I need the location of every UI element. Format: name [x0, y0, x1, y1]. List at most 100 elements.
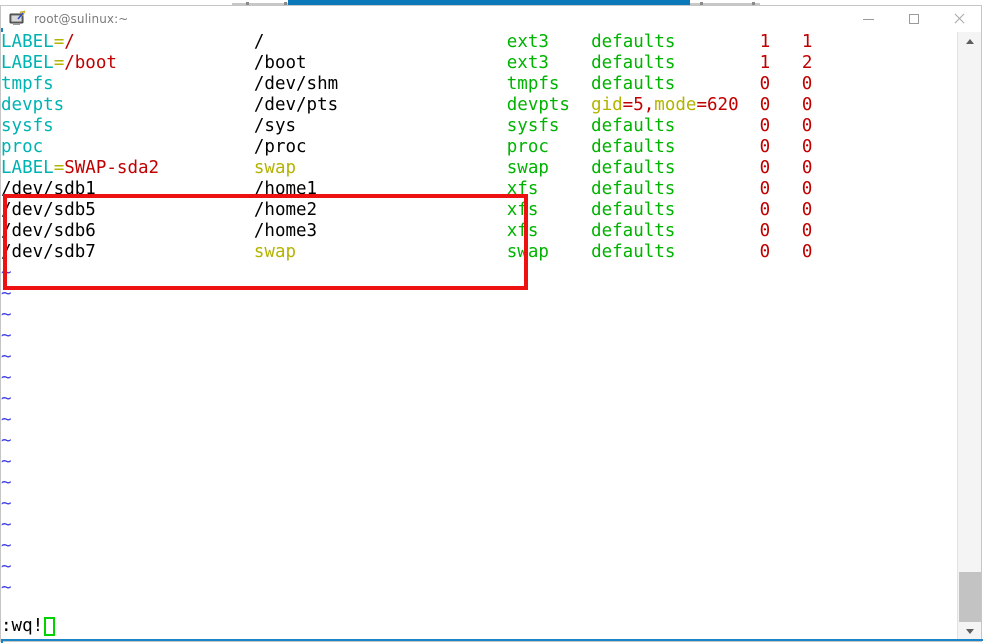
fstab-field: SWAP-sda2 [64, 158, 160, 178]
fstab-line: sysfs /sys sysfs defaults 0 0 [1, 116, 812, 137]
fstab-field: swap [253, 242, 297, 262]
fstab-line: devpts /dev/pts devpts gid=5,mode=620 0 … [1, 95, 812, 116]
fstab-field: 620 [707, 95, 739, 115]
fstab-field: /dev/sdb7 [1, 242, 96, 262]
fstab-field: defaults [591, 179, 676, 199]
fstab-field: /home1 [253, 179, 318, 199]
fstab-field: = [622, 95, 634, 115]
fstab-field: 0 [759, 137, 771, 157]
fstab-field: mode [654, 95, 697, 115]
scrollbar-thumb[interactable] [959, 572, 981, 622]
fstab-field: gid [591, 95, 623, 115]
fstab-field: 0 [801, 179, 813, 199]
fstab-field: 0 [759, 221, 771, 241]
fstab-field: swap [253, 158, 297, 178]
close-icon [953, 13, 965, 25]
vim-empty-line-marker: ~ [1, 557, 12, 577]
fstab-field: sysfs [506, 116, 560, 136]
minimize-button[interactable] [846, 6, 891, 32]
fstab-field: 0 [759, 242, 771, 262]
minimize-icon [863, 18, 874, 20]
vim-empty-line-marker: ~ [1, 326, 12, 346]
fstab-line: LABEL=/ / ext3 defaults 1 1 [1, 32, 812, 53]
fstab-field: devpts [506, 95, 570, 115]
fstab-line: /dev/sdb6 /home3 xfs defaults 0 0 [1, 221, 812, 242]
fstab-field: ext3 [506, 53, 549, 73]
fstab-field: LABEL [1, 53, 54, 73]
vertical-scrollbar[interactable] [957, 32, 981, 641]
fstab-field: 1 [801, 32, 813, 52]
fstab-field: defaults [591, 32, 676, 52]
fstab-field: ext3 [506, 32, 549, 52]
vim-empty-line-marker: ~ [1, 389, 12, 409]
fstab-field: 0 [801, 95, 813, 115]
fstab-field: devpts [1, 95, 65, 115]
fstab-field: 0 [801, 74, 813, 94]
fstab-field: sysfs [1, 116, 54, 136]
fstab-field: /home3 [253, 221, 318, 241]
fstab-field: swap [506, 242, 549, 262]
fstab-field: LABEL [1, 32, 54, 52]
vim-empty-line-marker: ~ [1, 515, 12, 535]
window-controls [846, 6, 981, 32]
fstab-field: /dev/pts [253, 95, 339, 115]
close-button[interactable] [936, 6, 981, 32]
fstab-field: 0 [801, 116, 813, 136]
fstab-field: 0 [759, 74, 771, 94]
fstab-field: 0 [801, 137, 813, 157]
fstab-field: defaults [591, 116, 676, 136]
fstab-field: tmpfs [506, 74, 560, 94]
fstab-field: 0 [759, 95, 771, 115]
vim-empty-line-marker: ~ [1, 536, 12, 556]
fstab-field: /home2 [253, 200, 318, 220]
fstab-field: xfs [506, 179, 539, 199]
fstab-field: defaults [591, 137, 676, 157]
fstab-field: defaults [591, 53, 676, 73]
fstab-field: defaults [591, 200, 676, 220]
vim-command-text: :wq! [1, 616, 44, 636]
fstab-line: /dev/sdb7 swap swap defaults 0 0 [1, 242, 812, 263]
vim-empty-line-marker: ~ [1, 263, 12, 283]
fstab-field: 0 [801, 221, 813, 241]
fstab-field: defaults [591, 158, 676, 178]
scroll-up-button[interactable] [958, 32, 981, 51]
block-cursor [44, 616, 56, 636]
window-bottom-accent [1, 639, 983, 641]
terminal-window: root@sulinux:~ LABEL=/ / ext3 [0, 5, 983, 643]
fstab-field: /dev/sdb1 [1, 179, 96, 199]
fstab-field: proc [506, 137, 549, 157]
fstab-line: LABEL=SWAP-sda2 swap swap defaults 0 0 [1, 158, 812, 179]
fstab-field: /sys [253, 116, 297, 136]
terminal-app-icon [9, 10, 27, 28]
fstab-field: /dev/sdb5 [1, 200, 96, 220]
vim-command-line[interactable]: :wq! [1, 615, 56, 637]
fstab-field: 5 [633, 95, 644, 115]
window-title: root@sulinux:~ [34, 12, 129, 26]
scroll-down-button[interactable] [958, 622, 981, 641]
fstab-field: /dev/sdb6 [1, 221, 96, 241]
fstab-field: = [53, 53, 65, 73]
fstab-field: = [53, 158, 65, 178]
fstab-field: 0 [759, 116, 771, 136]
fstab-field: 2 [801, 53, 813, 73]
scrollbar-track[interactable] [959, 51, 981, 572]
fstab-line: LABEL=/boot /boot ext3 defaults 1 2 [1, 53, 812, 74]
fstab-field: = [53, 32, 65, 52]
fstab-field: defaults [591, 221, 676, 241]
vim-empty-line-marker: ~ [1, 284, 12, 304]
fstab-field: /dev/shm [253, 74, 339, 94]
fstab-field: 0 [801, 200, 813, 220]
fstab-line: /dev/sdb1 /home1 xfs defaults 0 0 [1, 179, 812, 200]
vim-empty-line-marker: ~ [1, 473, 12, 493]
maximize-button[interactable] [891, 6, 936, 32]
fstab-field: / [253, 32, 265, 52]
fstab-field: xfs [506, 200, 539, 220]
fstab-field: 0 [801, 242, 813, 262]
vim-empty-line-marker: ~ [1, 452, 12, 472]
fstab-line: /dev/sdb5 /home2 xfs defaults 0 0 [1, 200, 812, 221]
scroll-up-arrow-icon [965, 39, 974, 44]
fstab-field: defaults [591, 74, 676, 94]
title-bar[interactable]: root@sulinux:~ [1, 6, 981, 32]
